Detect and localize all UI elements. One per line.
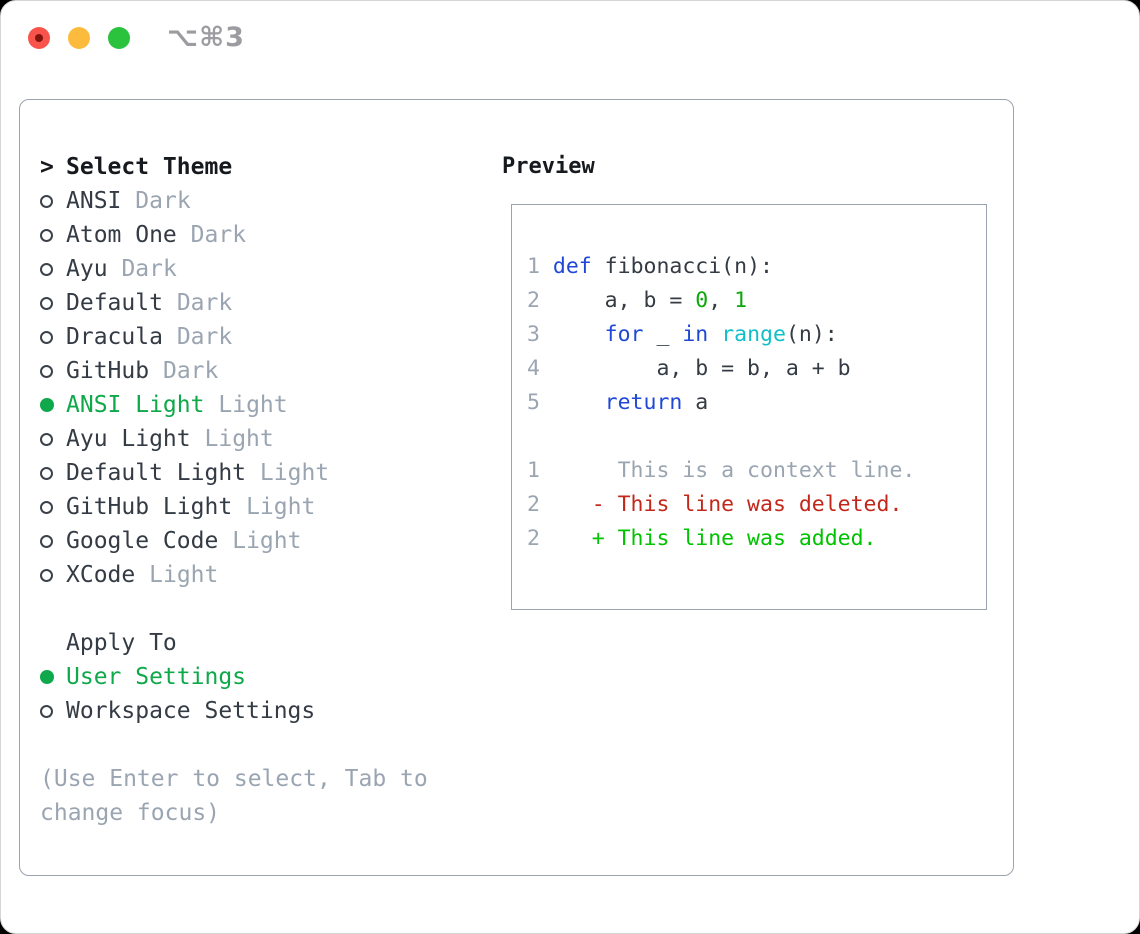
radio-unselected-icon [40,262,66,276]
theme-variant: Dark [176,290,233,316]
theme-variant: Light [259,460,330,486]
theme-variant: Dark [176,324,233,350]
apply-to-title: Apply To [66,630,177,656]
select-theme-title: Select Theme [66,154,233,180]
close-button[interactable] [28,27,50,49]
theme-option-ansi-light[interactable]: ANSI Light Light [40,388,500,422]
radio-unselected-icon [40,432,66,446]
unsaved-changes-dot-icon [35,34,43,42]
radio-unselected-icon [40,704,66,718]
code-preview: 1 def fibonacci(n): 2 a, b = 0, 1 3 for _ … [512,205,986,556]
radio-unselected-icon [40,364,66,378]
theme-option-google-code[interactable]: Google Code Light [40,524,500,558]
code-line: 5 return a [527,390,709,415]
theme-option-ansi[interactable]: ANSI Dark [40,184,500,218]
radio-unselected-icon [40,194,66,208]
code-line [527,420,986,454]
code-line: 3 for _ in range(n): [527,322,838,347]
code-line: 1 This is a context line. [527,458,916,483]
theme-variant: Light [218,392,288,418]
radio-selected-icon [40,398,66,412]
theme-name: XCode [66,562,136,588]
theme-variant: Light [246,494,316,520]
theme-name: Default Light [66,460,247,486]
radio-unselected-icon [40,500,66,514]
code-line: 2 a, b = 0, 1 [527,288,748,313]
theme-variant: Light [232,528,302,554]
theme-variant: Dark [135,188,191,214]
radio-unselected-icon [40,296,66,310]
apply-option-label: User Settings [66,664,247,690]
theme-name: Ayu Light [66,426,191,452]
select-theme-header-row: > Select Theme [40,150,500,184]
theme-option-dracula[interactable]: Dracula Dark [40,320,500,354]
theme-variant: Light [204,426,274,452]
preview-pane: 1 def fibonacci(n): 2 a, b = 0, 1 3 for _ … [511,204,987,610]
radio-unselected-icon [40,534,66,548]
theme-name: Default [66,290,163,316]
theme-name: ANSI [66,188,122,214]
theme-name: ANSI Light [66,392,205,418]
radio-selected-icon [40,670,66,684]
help-text-line-2: change focus) [40,800,221,826]
theme-variant: Dark [162,358,219,384]
minimize-button[interactable] [68,27,90,49]
theme-option-github[interactable]: GitHub Dark [40,354,500,388]
apply-option-label: Workspace Settings [66,698,316,724]
theme-option-ayu[interactable]: Ayu Dark [40,252,500,286]
theme-option-xcode[interactable]: XCode Light [40,558,500,592]
apply-to-header-row: Apply To [40,626,500,660]
spacer-row [40,592,500,626]
cursor-indicator: > [40,154,54,180]
theme-option-github-light[interactable]: GitHub Light Light [40,490,500,524]
apply-option-user-settings[interactable]: User Settings [40,660,500,694]
theme-variant: Dark [121,256,177,282]
code-line: 2 + This line was added. [527,526,877,551]
theme-option-atom-one[interactable]: Atom One Dark [40,218,500,252]
spacer-row [40,728,500,762]
preview-title: Preview [502,154,595,179]
code-line: 1 def fibonacci(n): [527,254,773,279]
window-titlebar: ⌥⌘3 [1,1,1139,75]
radio-unselected-icon [40,466,66,480]
radio-unselected-icon [40,568,66,582]
theme-name: Dracula [66,324,163,350]
code-line: 4 a, b = b, a + b [527,356,851,381]
theme-variant: Light [149,562,219,588]
radio-unselected-icon [40,228,66,242]
zoom-button[interactable] [108,27,130,49]
theme-name: Ayu [66,256,108,282]
theme-option-default-light[interactable]: Default Light Light [40,456,500,490]
window-title-shortcut: ⌥⌘3 [167,22,245,53]
theme-option-ayu-light[interactable]: Ayu Light Light [40,422,500,456]
apply-option-workspace-settings[interactable]: Workspace Settings [40,694,500,728]
theme-variant: Dark [190,222,247,248]
theme-option-default[interactable]: Default Dark [40,286,500,320]
theme-name: Google Code [66,528,219,554]
theme-name: Atom One [66,222,177,248]
radio-unselected-icon [40,330,66,344]
help-text-line-1: (Use Enter to select, Tab to [40,766,428,792]
theme-name: GitHub Light [66,494,233,520]
code-line: 2 - This line was deleted. [527,492,903,517]
theme-name: GitHub [66,358,150,384]
